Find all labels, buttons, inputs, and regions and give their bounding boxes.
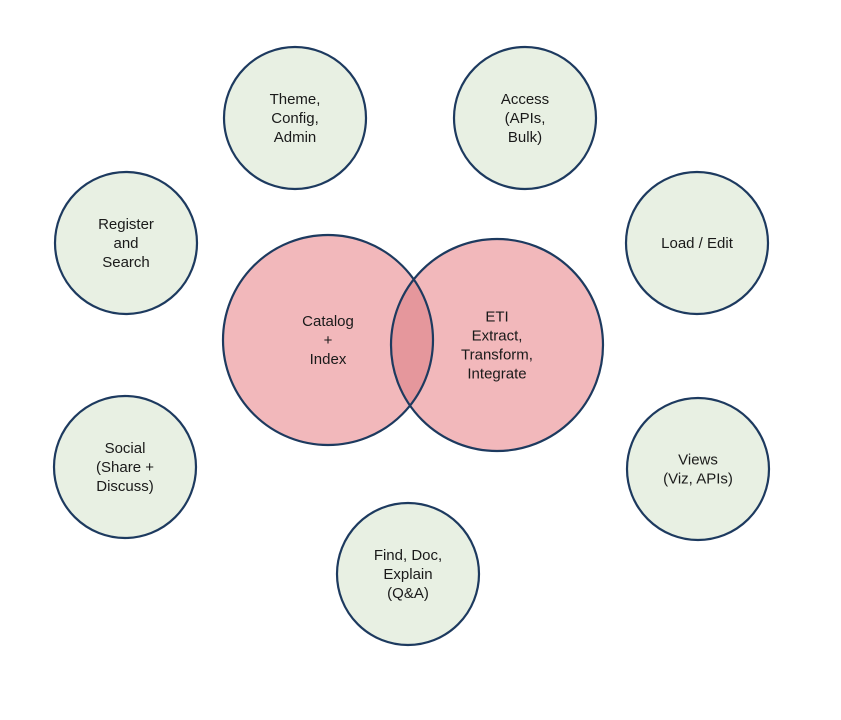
label-line: (Share + [96,459,154,476]
register-search-circle [53,170,199,316]
label-line: Search [102,254,150,271]
label-line: Transform, [461,347,533,364]
access-label: Access (APIs, Bulk) [501,91,549,146]
label-line: Social [105,440,146,457]
label-line: Views [678,452,718,469]
load-edit-label: Load / Edit [661,235,734,252]
catalog-index-label: Catalog + Index [302,313,354,368]
label-line: Register [98,216,154,233]
eti-label: ETI Extract, Transform, Integrate [461,309,533,383]
satellite-nodes: Theme, Config, Admin Access (APIs, Bulk) Loa… [52,45,771,647]
find-doc-explain-node: Find, Doc, Explain (Q&A) [335,501,481,647]
label-line: Find, Doc, [374,547,442,564]
load-edit-node: Load / Edit [624,170,770,316]
theme-config-admin-node: Theme, Config, Admin [222,45,368,191]
views-node: Views (Viz, APIs) [625,396,771,542]
views-label: Views (Viz, APIs) [663,452,733,488]
label-line: (APIs, [505,110,546,127]
core-venn: Catalog + Index ETI Extract, Transform, Integ… [221,233,605,453]
label-line: ETI [485,309,508,326]
access-node: Access (APIs, Bulk) [452,45,598,191]
theme-config-admin-circle [222,45,368,191]
label-line: Explain [383,566,432,583]
label-line: Index [310,351,347,368]
social-node: Social (Share + Discuss) [52,394,198,540]
label-line: + [324,332,333,349]
label-line: (Viz, APIs) [663,471,733,488]
label-line: and [113,235,138,252]
eti-circle [391,239,603,451]
catalog-index-outline [221,233,435,447]
catalog-index-circle [223,235,433,445]
label-line: Bulk) [508,129,542,146]
eti-outline [389,237,605,453]
label-line: Config, [271,110,319,127]
label-line: Access [501,91,549,108]
label-line: (Q&A) [387,585,429,602]
label-line: Integrate [467,366,526,383]
social-label: Social (Share + Discuss) [96,440,154,495]
label-line: Admin [274,129,317,146]
social-circle [52,394,198,540]
theme-config-admin-label: Theme, Config, Admin [270,91,321,146]
load-edit-circle [624,170,770,316]
label-line: Load / Edit [661,235,734,252]
find-doc-explain-circle [335,501,481,647]
label-line: Extract, [472,328,523,345]
label-line: Theme, [270,91,321,108]
label-line: Discuss) [96,478,154,495]
views-circle [625,396,771,542]
find-doc-explain-label: Find, Doc, Explain (Q&A) [374,547,442,602]
access-circle [452,45,598,191]
label-line: Catalog [302,313,354,330]
